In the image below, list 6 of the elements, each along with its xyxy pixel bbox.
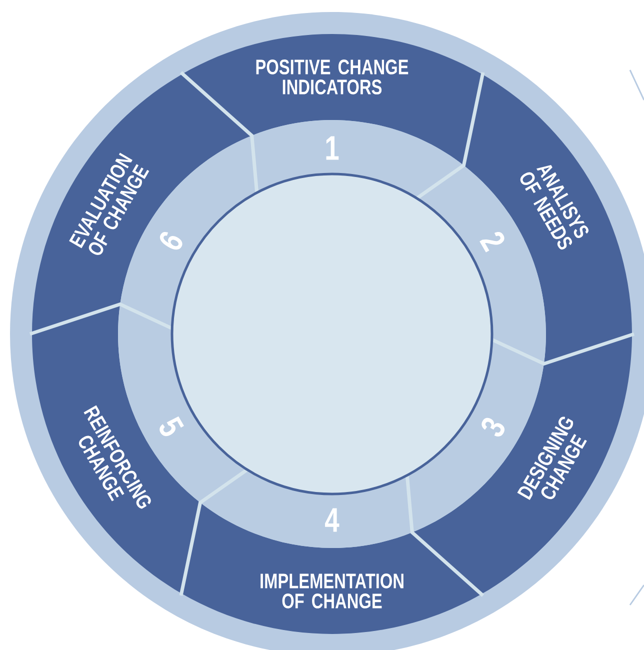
node-label: IMPLEMENTATION OF CHANGE xyxy=(260,574,404,608)
node-label: 4 xyxy=(325,508,340,532)
node-label: 1 xyxy=(326,136,339,160)
node-label: POSITIVE CHANGE INDICATORS xyxy=(256,60,408,94)
ring-segment: POSITIVE CHANGE INDICATORS 1 xyxy=(182,34,482,198)
ring-segment: IMPLEMENTATION OF CHANGE 4 xyxy=(182,470,482,634)
